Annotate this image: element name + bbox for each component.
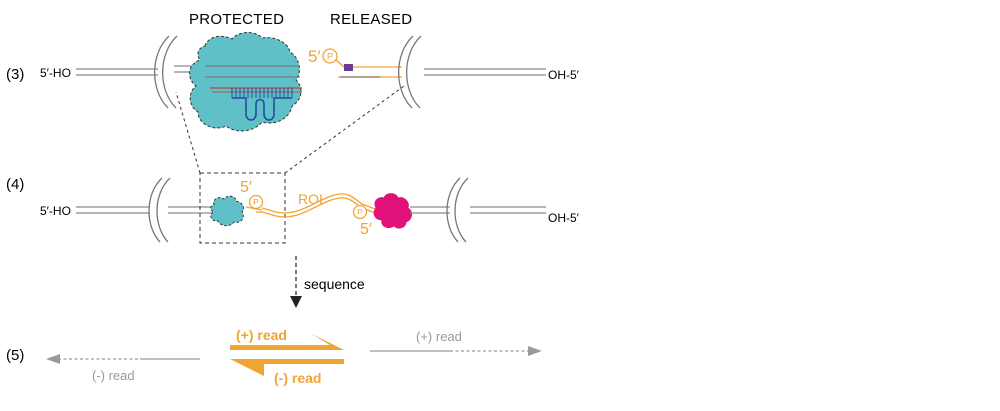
guide-rna-hairpin <box>232 97 292 121</box>
row4-five-prime-right: 5′ <box>360 221 372 238</box>
zoom-box <box>199 172 286 244</box>
row3-left-end-label: 5′-HO <box>40 66 71 80</box>
base-pair-ticks <box>231 88 293 98</box>
protein-blob-small <box>210 195 245 227</box>
phosphate-circle-3 <box>322 48 338 64</box>
protein-blob-protected <box>189 32 302 132</box>
phosphate-label-4-left: P <box>253 197 259 207</box>
roi-strands <box>245 193 379 218</box>
zoom-connector-lines <box>175 85 405 174</box>
orange-plus-read-label: (+) read <box>236 327 287 343</box>
row3-break-right <box>397 35 422 109</box>
row3-dna-left <box>76 68 158 76</box>
step-5-label: (5) <box>6 347 24 364</box>
phosphate-linker-3 <box>335 59 345 68</box>
sequence-arrow <box>290 256 302 308</box>
row3-five-prime-label: 5′ <box>308 47 321 66</box>
row3-released-strands <box>338 66 402 78</box>
grey-minus-read-label: (-) read <box>92 368 135 383</box>
phosphate-circle-4-right <box>352 204 368 220</box>
grey-plus-read-arrow <box>370 346 542 356</box>
row4-break-left <box>148 177 171 243</box>
sequence-label: sequence <box>304 276 365 292</box>
row3-dna-right <box>424 68 546 76</box>
phosphate-circle-4-left <box>248 194 264 210</box>
row4-dna-right <box>470 206 546 214</box>
row3-right-end-label: OH-5′ <box>548 68 580 82</box>
row4-left-end-label: 5′-HO <box>40 204 71 218</box>
orange-read-arrows <box>230 333 344 376</box>
grey-minus-read-arrow <box>46 354 200 364</box>
row4-five-prime-left: 5′ <box>240 179 252 196</box>
purple-adapter-block <box>344 64 353 71</box>
phosphate-label-3: P <box>327 52 333 62</box>
released-header: RELEASED <box>330 11 412 28</box>
orange-minus-read-label: (-) read <box>274 370 321 386</box>
phosphate-label-4-right: P <box>357 207 363 217</box>
roi-label: ROI <box>298 191 323 207</box>
row4-dna-mid <box>168 206 212 214</box>
protected-header: PROTECTED <box>189 11 284 28</box>
row4-break-right <box>446 177 469 243</box>
magenta-protein-blob <box>373 193 412 229</box>
grey-plus-read-label: (+) read <box>416 329 462 344</box>
step-4-label: (4) <box>6 176 24 193</box>
step-3-label: (3) <box>6 66 24 83</box>
row4-dna-right-mid <box>410 206 450 214</box>
row4-right-end-label: OH-5′ <box>548 211 580 225</box>
row3-break-left <box>153 35 178 109</box>
row4-dna-left <box>76 206 150 214</box>
